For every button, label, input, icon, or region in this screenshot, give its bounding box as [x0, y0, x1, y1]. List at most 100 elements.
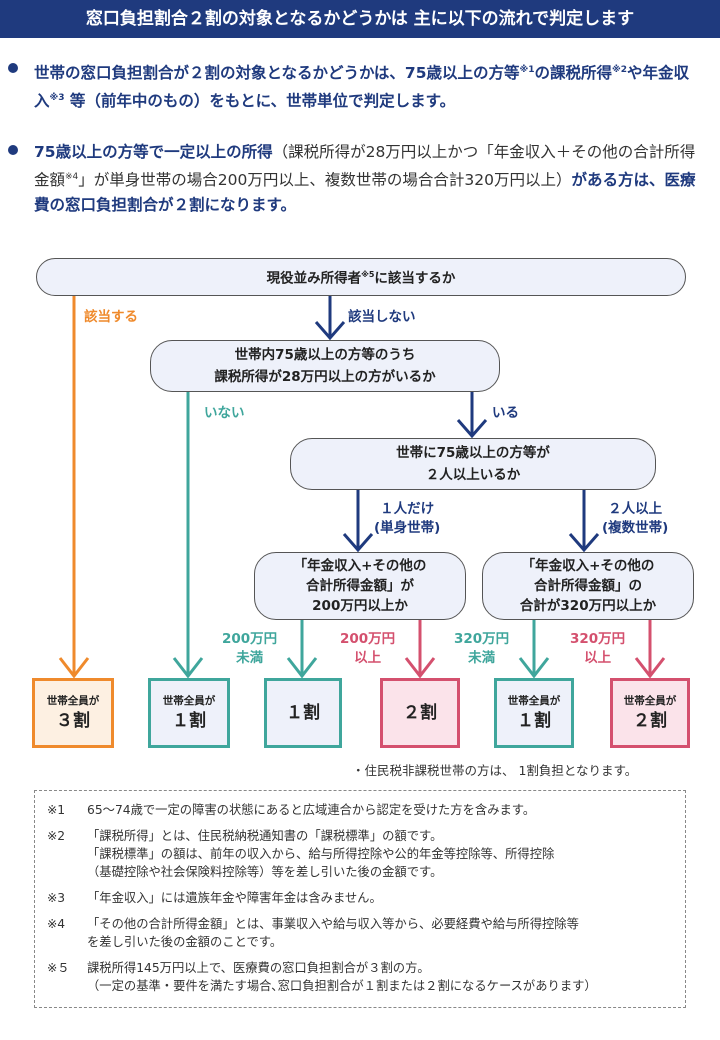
footnote-line: 「課税所得」とは、住民税納税通知書の「課税標準」の額です。 — [87, 829, 443, 843]
footnote-line: を差し引いた後の金額のことです。 — [87, 935, 283, 949]
bullet-text: 」が単身世帯の場合200万円以上、複数世帯の場合合計320万円以上） — [78, 171, 572, 190]
footnote-ref: ※3 — [49, 93, 65, 104]
question-text: 「年金収入+その他の — [293, 558, 427, 574]
label-line: 320万円 — [454, 631, 510, 647]
arrow-4b-yes — [634, 620, 666, 679]
question-text: 現役並み所得者 — [266, 270, 362, 287]
footnote-mark: ※2 — [47, 829, 66, 843]
result-box-1wari-all: 世帯全員が １割 — [148, 678, 230, 748]
footnote-2: ※2 「課税所得」とは、住民税納税通知書の「課税標準」の額です。 「課税標準」の額… — [47, 827, 554, 881]
result-box-2wari-multi: 世帯全員が ２割 — [610, 678, 690, 748]
label-q4b-yes: 320万円 以上 — [570, 630, 625, 668]
result-box-1wari: １割 — [264, 678, 342, 748]
arrow-yes-navy-2 — [456, 392, 488, 439]
arrow-4b-no — [518, 620, 550, 679]
label-line: ２人以上 — [608, 501, 663, 517]
bullet-text: 世帯の窓口負担割合が２割の対象となるかどうかは、75歳以上の方等 — [34, 64, 520, 83]
question-text: に該当するか — [374, 270, 456, 287]
label-q3-single: １人だけ (単身世帯) — [374, 500, 440, 538]
label-line: 320万円 — [570, 631, 626, 647]
bullet-text: や年金収入 — [34, 64, 690, 111]
footnote-line: 「課税標準」の額は、前年の収入から、給与所得控除や公的年金等控除等、所得控除 — [87, 847, 555, 861]
bullet-text: 等（前年中のもの）をもとに、世帯単位で判定します。 — [64, 92, 456, 111]
bullet-dot — [8, 145, 18, 155]
footnote-line: 課税所得145万円以上で、医療費の窓口負担割合が３割の方。 — [87, 961, 430, 975]
label-line: (複数世帯) — [602, 520, 669, 536]
question-text: 世帯に75歳以上の方等が — [396, 445, 550, 461]
footnotes-box: ※1 65～74歳で一定の障害の状態にあると広域連合から認定を受けた方を含みます。… — [34, 790, 686, 1008]
result-small: 世帯全員が — [46, 695, 100, 707]
result-big: １割 — [172, 711, 206, 731]
bullet-text: 75歳以上の方等で一定以上の所得 — [34, 143, 273, 161]
bullet-dot — [8, 63, 18, 73]
footnote-line: 65～74歳で一定の障害の状態にあると広域連合から認定を受けた方を含みます。 — [87, 803, 536, 817]
footnote-line: （基礎控除や社会保険料控除等）等を差し引いた後の金額です。 — [87, 865, 443, 879]
result-big: ３割 — [56, 711, 90, 731]
bullet-text: （課税所得が28万円以上かつ「年金収入＋その他の合計所得金額 — [34, 143, 696, 190]
question-text: 合計所得金額」が — [306, 578, 414, 594]
bullet-text: の課税所得 — [534, 64, 613, 83]
question-text: ２人以上いるか — [425, 467, 521, 483]
label-q1-no: 該当しない — [348, 309, 416, 325]
question-text: 世帯内75歳以上の方等のうち — [234, 347, 416, 363]
exemption-note: ・住民税非課税世帯の方は、 1割負担となります。 — [352, 763, 638, 778]
footnote-line: 「その他の合計所得金額」とは、事業収入や給与収入等から、必要経費や給与所得控除等 — [87, 917, 579, 931]
arrow-4a-no — [286, 620, 318, 679]
label-q1-yes: 該当する — [84, 309, 138, 325]
page-title: 窓口負担割合２割の対象となるかどうかは 主に以下の流れで判定します — [0, 0, 720, 38]
question-3: 世帯に75歳以上の方等が ２人以上いるか — [290, 438, 656, 490]
footnote-5: ※５ 課税所得145万円以上で、医療費の窓口負担割合が３割の方。 （一定の基準・要… — [47, 959, 597, 995]
label-line: 200万円 — [340, 631, 396, 647]
footnote-mark: ※3 — [47, 891, 66, 905]
footnote-mark: ※4 — [47, 917, 66, 931]
footnote-1: ※1 65～74歳で一定の障害の状態にあると広域連合から認定を受けた方を含みます。 — [47, 801, 535, 819]
result-small: 世帯全員が — [623, 695, 677, 707]
footnote-mark: ※５ — [47, 961, 70, 975]
result-box-2wari: ２割 — [380, 678, 460, 748]
footnote-line: （一定の基準・要件を満たす場合､窓口負担割合が１割または２割になるケースがありま… — [87, 979, 597, 993]
label-q4a-no: 200万円 未満 — [222, 630, 277, 668]
footnote-line: 「年金収入」には遺族年金や障害年金は含みません。 — [87, 891, 382, 905]
bullet-1: 世帯の窓口負担割合が２割の対象となるかどうかは、75歳以上の方等※1の課税所得※… — [8, 58, 696, 114]
question-text: 合計が320万円以上か — [519, 598, 657, 614]
arrow-single-navy — [342, 490, 374, 553]
question-text: 合計所得金額」の — [534, 578, 642, 594]
label-q4b-no: 320万円 未満 — [454, 630, 509, 668]
label-q4a-yes: 200万円 以上 — [340, 630, 395, 668]
arrow-no-navy-1 — [314, 296, 346, 341]
result-box-1wari-multi: 世帯全員が １割 — [494, 678, 574, 748]
question-text: 「年金収入+その他の — [521, 558, 655, 574]
bullet-2: 75歳以上の方等で一定以上の所得（課税所得が28万円以上かつ「年金収入＋その他の… — [8, 140, 696, 218]
label-line: 200万円 — [222, 631, 278, 647]
label-line: １人だけ — [380, 501, 435, 517]
question-1: 現役並み所得者※5に該当するか — [36, 258, 686, 296]
footnote-ref: ※1 — [519, 65, 535, 75]
label-q3-multi: ２人以上 (複数世帯) — [602, 500, 668, 538]
result-big: ２割 — [403, 703, 437, 723]
label-q2-no: いない — [204, 405, 245, 421]
bullet-text: がある方は、医療費の窓口負担割合が２割になります。 — [34, 171, 696, 215]
question-2: 世帯内75歳以上の方等のうち 課税所得が28万円以上の方がいるか — [150, 340, 500, 392]
question-text: 課税所得が28万円以上の方がいるか — [214, 369, 436, 385]
question-text: 200万円以上か — [312, 598, 408, 614]
footnote-mark: ※1 — [47, 803, 66, 817]
footnote-ref: ※4 — [65, 172, 79, 182]
label-line: 未満 — [468, 650, 496, 666]
label-line: 以上 — [354, 650, 382, 666]
footnote-4: ※4 「その他の合計所得金額」とは、事業収入や給与収入等から、必要経費や給与所得控… — [47, 915, 579, 951]
label-line: 未満 — [236, 650, 264, 666]
result-small: 世帯全員が — [162, 695, 216, 707]
label-line: 以上 — [584, 650, 612, 666]
result-big: １割 — [517, 711, 551, 731]
footnote-3: ※3 「年金収入」には遺族年金や障害年金は含みません。 — [47, 889, 382, 907]
footnote-ref: ※5 — [361, 270, 375, 280]
result-big: １割 — [286, 703, 320, 723]
arrow-4a-yes — [404, 620, 436, 679]
result-small: 世帯全員が — [507, 695, 561, 707]
footnote-ref: ※2 — [612, 65, 628, 75]
result-big: ２割 — [633, 711, 667, 731]
question-4b: 「年金収入+その他の 合計所得金額」の 合計が320万円以上か — [482, 552, 694, 620]
question-4a: 「年金収入+その他の 合計所得金額」が 200万円以上か — [254, 552, 466, 620]
result-box-3wari: 世帯全員が ３割 — [32, 678, 114, 748]
